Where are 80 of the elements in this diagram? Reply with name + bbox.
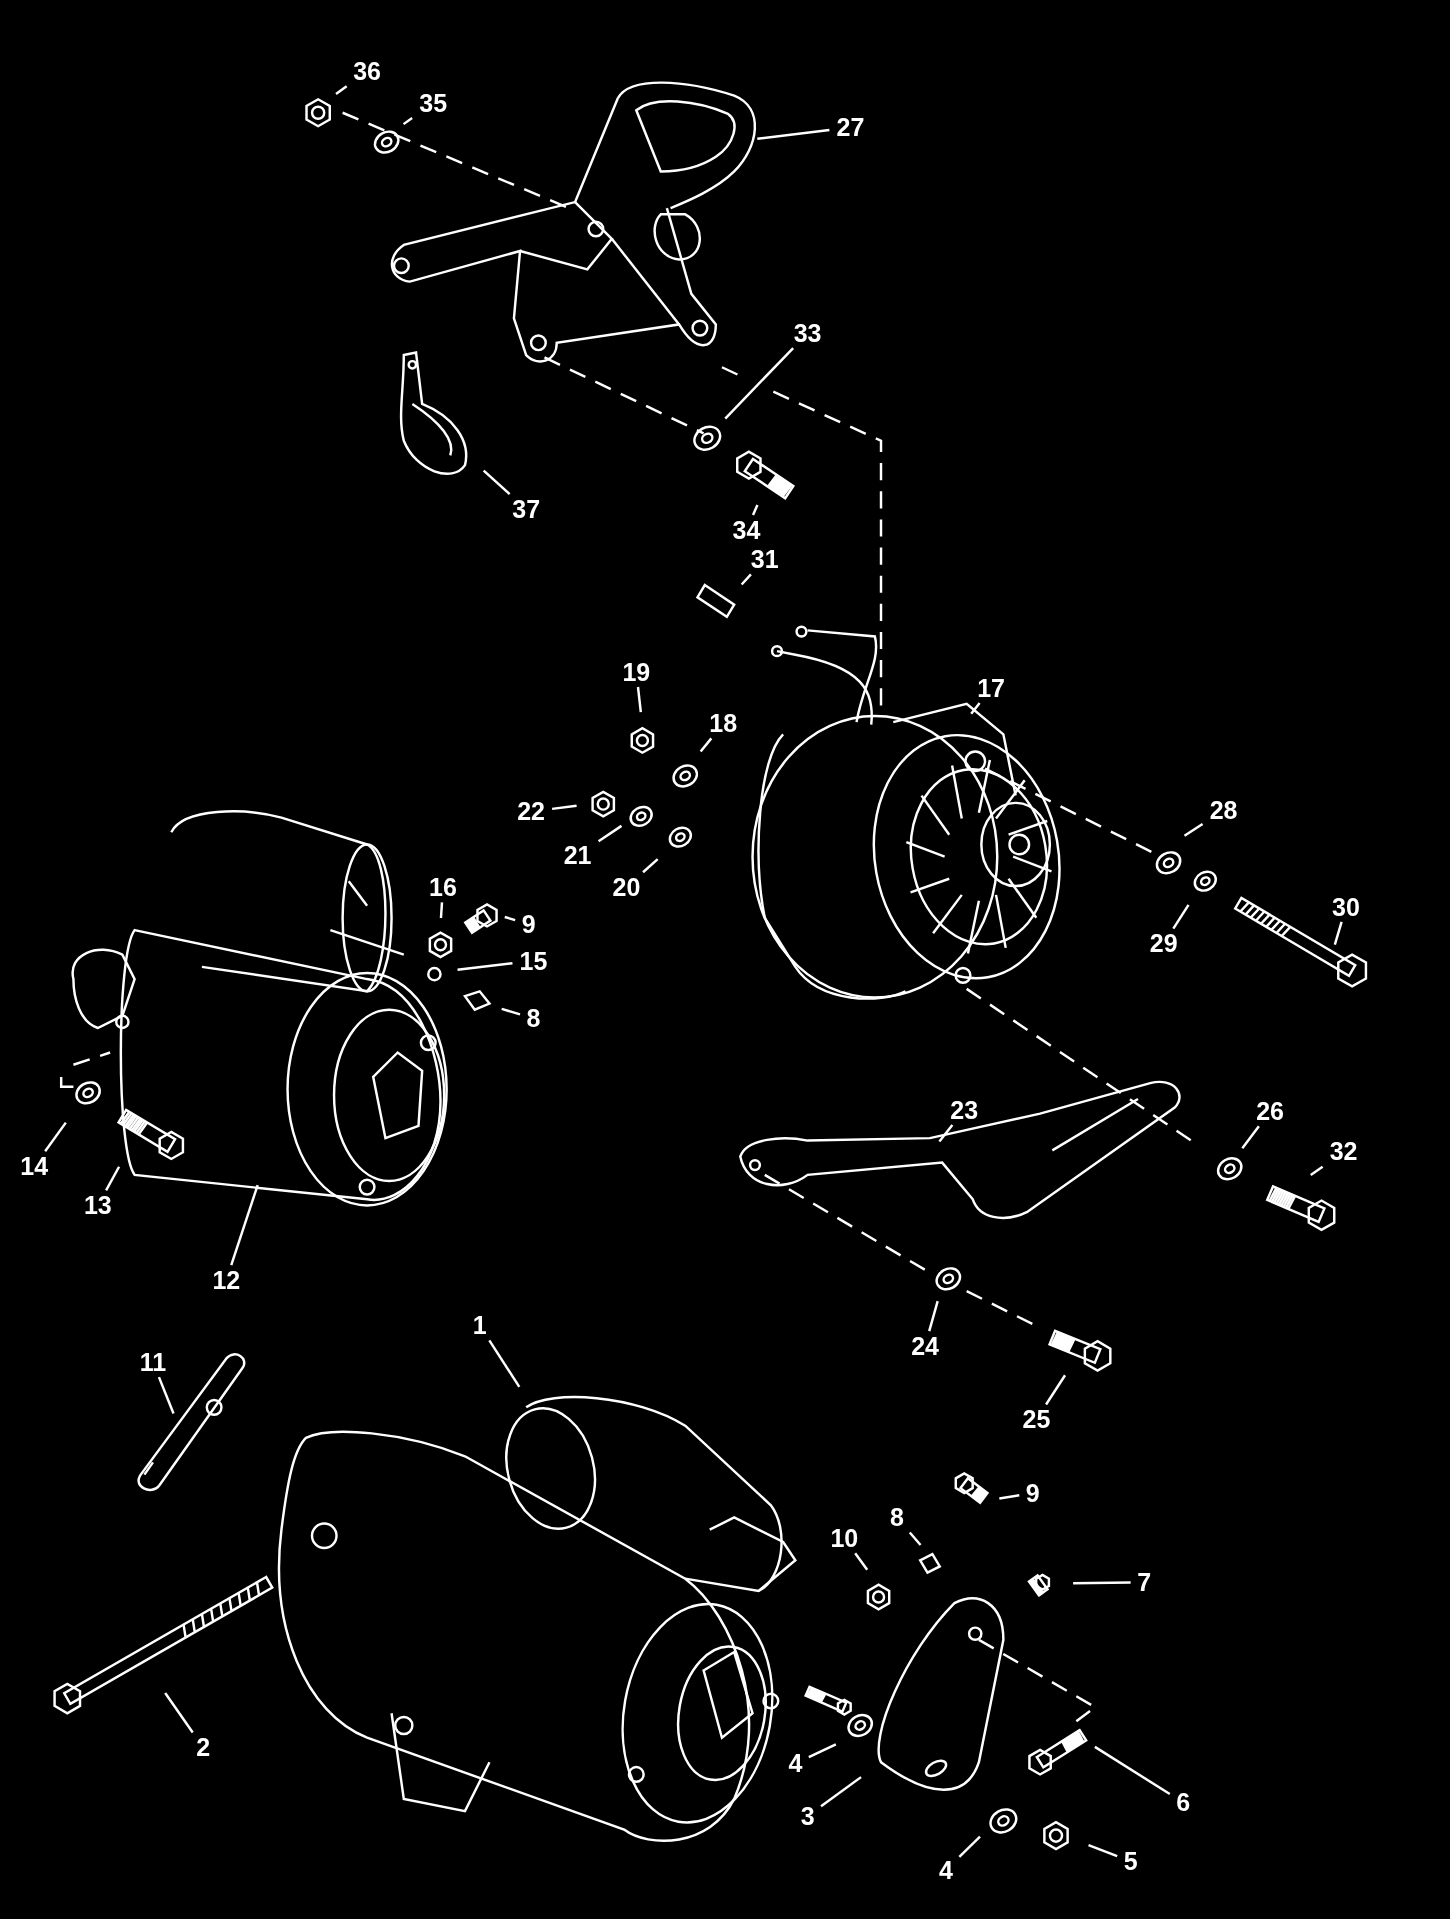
leader-line — [457, 961, 513, 971]
callout-number: 1 — [469, 1311, 491, 1340]
leader-line — [1088, 1844, 1118, 1858]
callout-number: 5 — [1120, 1847, 1142, 1876]
leader-line — [958, 1835, 981, 1858]
callout-number: 26 — [1252, 1097, 1289, 1126]
leader-line — [642, 858, 659, 874]
leader-line — [636, 686, 643, 713]
callout-number: 4 — [935, 1855, 957, 1884]
callout-number: 29 — [1145, 929, 1182, 958]
leader-line — [1045, 1374, 1067, 1406]
leader-line — [740, 573, 752, 586]
leader-line — [724, 347, 795, 420]
callout-number: 36 — [349, 56, 386, 85]
leader-line — [1094, 1745, 1171, 1796]
leader-line — [439, 902, 444, 919]
callout-number: 7 — [1133, 1568, 1155, 1597]
callout-number: 2 — [192, 1733, 214, 1762]
callout-number: 35 — [415, 88, 452, 117]
callout-number: 15 — [515, 946, 552, 975]
callout-number: 32 — [1325, 1137, 1362, 1166]
callout-number: 25 — [1018, 1405, 1055, 1434]
callout-number: 12 — [208, 1265, 245, 1294]
leader-line — [820, 1776, 862, 1808]
leader-line — [597, 824, 623, 843]
callout-number: 9 — [518, 909, 540, 938]
callout-number: 34 — [728, 515, 765, 544]
callout-number: 33 — [789, 318, 826, 347]
leader-line — [1073, 1581, 1131, 1585]
leader-line — [230, 1184, 259, 1266]
leader-line — [928, 1300, 939, 1332]
leader-line — [1172, 904, 1190, 930]
leader-line — [105, 1166, 121, 1191]
callout-number: 24 — [907, 1332, 944, 1360]
callout-number: 11 — [134, 1347, 171, 1376]
leader-line — [482, 469, 511, 496]
callout-number: 17 — [973, 673, 1010, 702]
callout-number: 22 — [513, 797, 550, 826]
leader-line — [970, 702, 981, 715]
leader-line — [44, 1121, 67, 1152]
leader-line — [551, 804, 577, 811]
leader-line — [757, 128, 830, 141]
leader-line — [501, 1007, 521, 1016]
leader-line — [808, 1743, 837, 1759]
callout-number: 10 — [826, 1524, 863, 1553]
leader-line — [938, 1124, 954, 1143]
callout-number: 37 — [508, 495, 545, 523]
callout-number: 8 — [886, 1503, 908, 1532]
callout-number: 9 — [1022, 1478, 1044, 1507]
callout-number: 30 — [1328, 892, 1364, 921]
callout-number: 8 — [523, 1004, 544, 1033]
leader-line — [699, 737, 713, 753]
callout-number: 13 — [79, 1191, 116, 1220]
callout-number: 23 — [946, 1095, 983, 1124]
callout-number: 27 — [832, 113, 869, 142]
leader-line — [1310, 1165, 1324, 1177]
leader-line — [751, 504, 759, 516]
callout-number: 31 — [746, 545, 783, 574]
leader-line — [1333, 921, 1343, 946]
callout-number: 6 — [1172, 1788, 1194, 1817]
callout-number: 14 — [16, 1152, 53, 1181]
callout-number: 19 — [618, 657, 655, 686]
callout-number: 28 — [1205, 796, 1242, 825]
callout-number: 21 — [559, 841, 596, 870]
callout-number: 3 — [797, 1801, 819, 1830]
leader-line — [164, 1692, 194, 1734]
leader-line — [335, 85, 348, 95]
leader-line — [402, 117, 413, 126]
callout-number: 16 — [424, 873, 461, 902]
leader-line — [488, 1339, 521, 1388]
leader-line — [854, 1552, 869, 1571]
callout-number: 18 — [705, 709, 742, 738]
leader-line — [908, 1531, 922, 1546]
callout-number: 4 — [784, 1749, 806, 1778]
callout-number: 20 — [608, 873, 645, 902]
leader-line — [1183, 822, 1204, 837]
leader-line — [1241, 1125, 1260, 1150]
leader-line — [999, 1494, 1020, 1500]
leader-line — [504, 915, 516, 922]
leader-line — [157, 1376, 175, 1414]
